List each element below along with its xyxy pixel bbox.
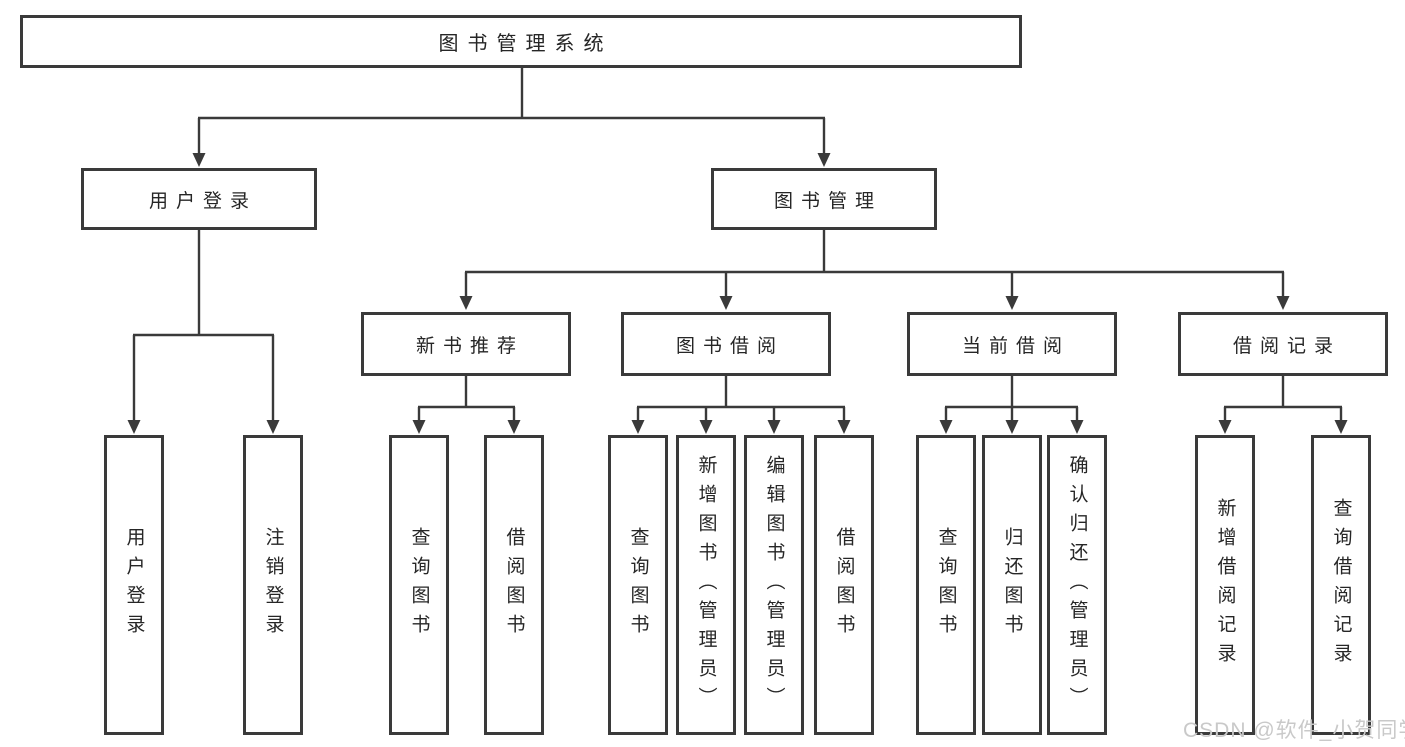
- leaf-recommend-query-books: 查询图书: [389, 435, 449, 735]
- csdn-watermark: CSDN @软件_小贺同学: [1183, 719, 1405, 742]
- leaf-records-add-borrow-record: 新增借阅记录: [1195, 435, 1255, 735]
- leaf-current-confirm-return-admin: 确认归还（管理员）: [1047, 435, 1107, 735]
- leaf-borrow-edit-books-admin: 编辑图书（管理员）: [744, 435, 804, 735]
- node-library-management-system: 图书管理系统: [20, 15, 1022, 68]
- leaf-borrow-query-books: 查询图书: [608, 435, 668, 735]
- leaf-user-login: 用户登录: [104, 435, 164, 735]
- leaf-recommend-borrow-books: 借阅图书: [484, 435, 544, 735]
- node-new-book-recommend: 新书推荐: [361, 312, 571, 376]
- leaf-current-query-books: 查询图书: [916, 435, 976, 735]
- node-user-login: 用户登录: [81, 168, 317, 230]
- node-borrow-records: 借阅记录: [1178, 312, 1388, 376]
- leaf-records-query-borrow-record: 查询借阅记录: [1311, 435, 1371, 735]
- leaf-logout-login: 注销登录: [243, 435, 303, 735]
- node-current-borrow: 当前借阅: [907, 312, 1117, 376]
- leaf-current-return-books: 归还图书: [982, 435, 1042, 735]
- node-book-borrow: 图书借阅: [621, 312, 831, 376]
- leaf-borrow-add-books-admin: 新增图书（管理员）: [676, 435, 736, 735]
- node-book-management: 图书管理: [711, 168, 937, 230]
- leaf-borrow-borrow-books: 借阅图书: [814, 435, 874, 735]
